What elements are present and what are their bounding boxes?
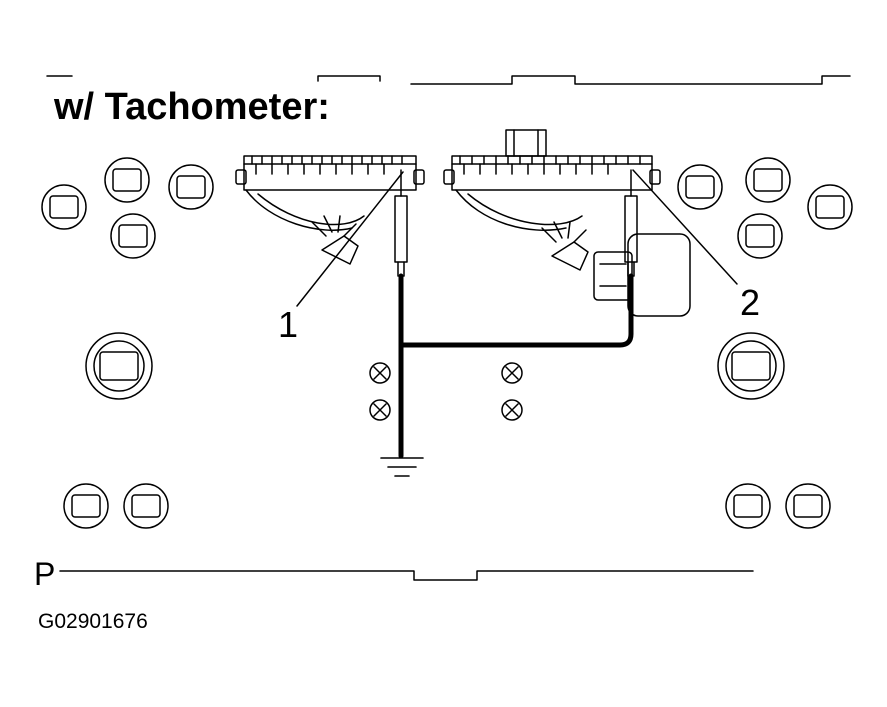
- figure-id: G02901676: [38, 610, 148, 633]
- bulb-socket-icon: [41, 184, 87, 230]
- panel-top-edge: [46, 75, 851, 85]
- connector-2: [443, 129, 661, 271]
- bulb-sockets-left: [41, 157, 214, 529]
- test-probe-2: [624, 169, 638, 277]
- screw-icon: [369, 399, 391, 421]
- jumper-wire: [398, 273, 634, 459]
- screw-icon: [501, 362, 523, 384]
- bulb-socket-icon: [168, 164, 214, 210]
- bulb-socket-icon: [785, 483, 831, 529]
- bulb-socket-icon: [745, 157, 791, 203]
- bulb-socket-icon: [737, 213, 783, 259]
- bulb-socket-icon: [110, 213, 156, 259]
- large-bulb-socket-icon: [85, 332, 153, 400]
- leader-line-1: [296, 171, 404, 307]
- leader-line-2: [632, 169, 738, 285]
- bulb-socket-icon: [807, 184, 853, 230]
- large-bulb-socket-icon: [717, 332, 785, 400]
- bulb-sockets-right: [677, 157, 853, 529]
- screw-icon: [501, 399, 523, 421]
- bulb-socket-icon: [677, 164, 723, 210]
- callout-label-2: 2: [740, 282, 761, 323]
- test-probe-1: [394, 169, 408, 277]
- bulb-socket-icon: [725, 483, 771, 529]
- ground-icon: [380, 457, 424, 477]
- component-module: [593, 233, 691, 317]
- view-marker: P: [34, 556, 56, 592]
- bulb-socket-icon: [104, 157, 150, 203]
- diagram-heading: w/ Tachometer:: [54, 86, 330, 128]
- panel-bottom-edge: [59, 570, 754, 581]
- connector-1: [235, 155, 425, 265]
- bulb-socket-icon: [63, 483, 109, 529]
- callout-label-1: 1: [278, 304, 299, 345]
- bulb-socket-icon: [123, 483, 169, 529]
- screw-icon: [369, 362, 391, 384]
